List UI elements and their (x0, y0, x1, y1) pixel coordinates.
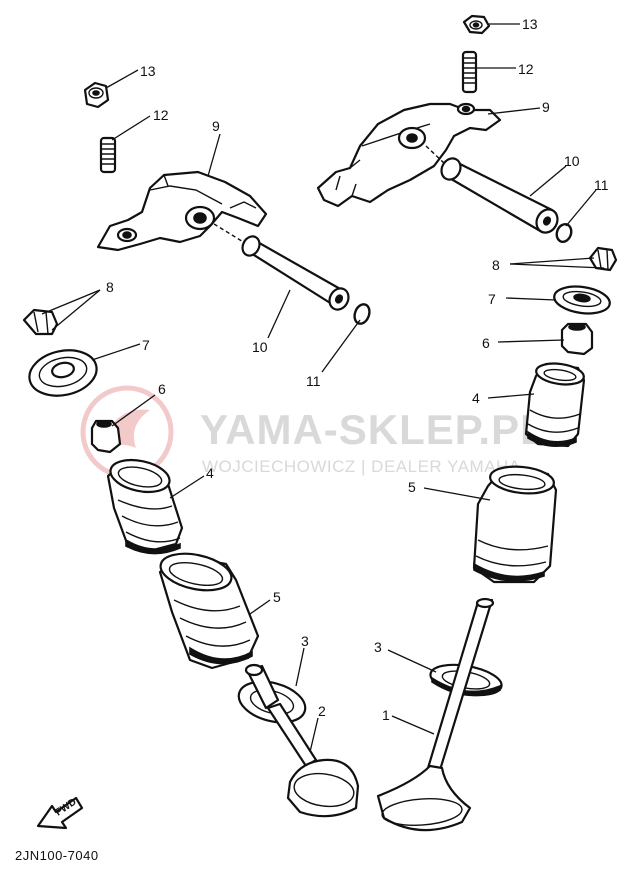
callout-6-left: 6 (158, 381, 166, 397)
callout-5-left: 5 (273, 589, 281, 605)
callout-2: 2 (318, 703, 326, 719)
callout-13-right: 13 (522, 16, 538, 32)
part-12-stud-right (461, 50, 478, 94)
part-5-outer-spring-left (158, 552, 260, 670)
part-10-rocker-shaft-left (213, 223, 350, 311)
callout-8-left: 8 (106, 279, 114, 295)
callout-10-left: 10 (252, 339, 268, 355)
part-9-rocker-arm-right (316, 102, 502, 208)
callout-3-left: 3 (301, 633, 309, 649)
part-13-nut-right (462, 14, 491, 35)
callout-4-left: 4 (206, 465, 214, 481)
part-8-valve-cotters-right (588, 246, 618, 272)
part-3-spring-seat-left (237, 663, 307, 724)
part-8-valve-cotters-left (22, 308, 59, 336)
callout-9-left: 9 (212, 118, 220, 134)
watermark-title: YAMA-SKLEP.PL (200, 406, 547, 453)
watermark: YAMA-SKLEP.PL WOJCIECHOWICZ | DEALER YAM… (80, 385, 547, 479)
part-7-spring-retainer-right (553, 285, 611, 315)
part-7-spring-retainer-left (28, 349, 98, 397)
diagram-code: 2JN100-7040 (15, 848, 99, 863)
part-11-o-ring-left (353, 303, 371, 325)
part-10-rocker-shaft-right (425, 145, 559, 234)
callout-12-left: 12 (153, 107, 169, 123)
fwd-arrow: FWD (36, 797, 84, 830)
part-12-stud-left (99, 136, 117, 174)
callout-11-right: 11 (594, 177, 609, 193)
callout-7-left: 7 (142, 337, 150, 353)
leader-lines (41, 23, 605, 753)
part-5-outer-spring-right (472, 465, 558, 584)
callout-9-right: 9 (542, 99, 550, 115)
part-1-intake-valve (376, 597, 495, 832)
callout-7-right: 7 (488, 291, 496, 307)
callout-8-right: 8 (492, 257, 500, 273)
callout-3-right: 3 (374, 639, 382, 655)
part-6-stem-seal-right (560, 322, 594, 356)
callout-13-left: 13 (140, 63, 156, 79)
callout-1: 1 (382, 707, 390, 723)
callouts: 13 12 9 10 11 8 7 6 4 5 3 2 13 12 9 10 1… (106, 16, 609, 723)
part-13-nut-left (83, 81, 110, 109)
callout-6-right: 6 (482, 335, 490, 351)
callout-4-right: 4 (472, 390, 480, 406)
part-11-o-ring-right (555, 223, 573, 243)
callout-12-right: 12 (518, 61, 534, 77)
part-4-inner-spring-right (524, 362, 586, 448)
part-4-inner-spring-left (106, 458, 184, 555)
callout-11-left: 11 (306, 373, 321, 389)
part-6-stem-seal-left (90, 419, 122, 454)
part-2-exhaust-valve (266, 702, 360, 818)
watermark-subtitle: WOJCIECHOWICZ | DEALER YAMAHA (202, 457, 521, 476)
callout-5-right: 5 (408, 479, 416, 495)
part-9-rocker-arm-left (96, 170, 268, 252)
callout-10-right: 10 (564, 153, 580, 169)
